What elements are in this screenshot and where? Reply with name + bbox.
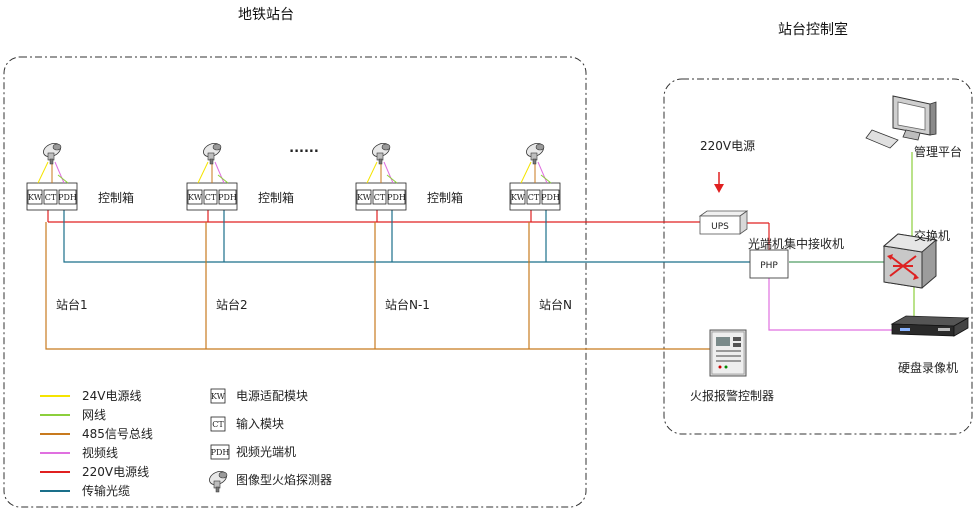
flame-detector-icon [43,142,62,165]
station-ellipsis: ...... [289,141,319,156]
legend-line-item: 485信号总线 [40,427,153,441]
power-adapter-module: KW [356,189,372,205]
station-title: 地铁站台 [238,7,294,23]
svg-text:CT: CT [45,193,57,202]
svg-text:KW: KW [28,193,43,202]
power-adapter-module: KW [187,189,203,205]
svg-text:CT: CT [212,420,224,429]
receiver-label: 光端机集中接收机 [748,236,844,251]
svg-text:KW: KW [357,193,372,202]
legend-line-item: 传输光缆 [40,483,130,498]
fire-alarm-panel-icon [709,329,747,377]
svg-text:KW: KW [511,193,526,202]
video-optical-transceiver: PDH [387,189,406,205]
control-box-label: 控制箱 [258,190,294,205]
legend-line-label: 视频线 [82,445,118,460]
legend-icon-label: 电源适配模块 [236,389,308,403]
svg-text:KW: KW [188,193,203,202]
legend-icon-item: CT 输入模块 [210,416,284,432]
input-module: CT [372,189,387,205]
svg-text:PDH: PDH [387,193,406,202]
network-switch-icon [882,233,938,289]
svg-text:PDH: PDH [218,193,237,202]
svg-text:CT: CT [528,193,540,202]
legend-icon-item: PDH 视频光端机 [210,444,296,460]
station-region-frame [3,56,587,508]
power-220v-line [47,210,700,223]
video-optical-transceiver: PDH [58,189,77,205]
rs485-bus-line [45,222,710,350]
svg-text:PDH: PDH [541,193,560,202]
input-module: CT [203,189,218,205]
legend-line-label: 网线 [82,408,106,422]
control-room-title: 站台控制室 [778,21,848,38]
station-name-label: 站台N-1 [385,297,430,312]
switch-label: 交换机 [914,228,950,243]
power-adapter-module: KW [510,189,526,205]
input-module-icon: CT [210,416,226,432]
flame-detector-icon [203,142,222,165]
legend-icon-item: KW 电源适配模块 [210,388,308,404]
station-name-label: 站台2 [216,297,248,312]
php-receiver-device: PHP [749,249,789,279]
dvr-device-icon [890,315,970,337]
input-module: CT [526,189,541,205]
svg-text:CT: CT [205,193,217,202]
legend-icon-label: 图像型火焰探测器 [236,472,332,487]
php-label: PHP [760,261,778,271]
legend-line-item: 网线 [40,408,106,422]
management-platform-label: 管理平台 [914,144,962,159]
control-box-label: 控制箱 [427,190,463,205]
legend-icon-label: 视频光端机 [236,444,296,459]
legend-line-label: 220V电源线 [82,465,149,479]
legend-line-item: 24V电源线 [40,389,141,403]
legend-line-label: 传输光缆 [82,483,130,498]
video-optical-transceiver: PDH [218,189,237,205]
svg-text:CT: CT [374,193,386,202]
power-adapter-module-icon: KW [210,388,226,404]
dvr-label: 硬盘录像机 [898,360,958,375]
ups-device: UPS [698,210,749,235]
control-box-label: 控制箱 [98,190,134,205]
legend-icon-label: 输入模块 [236,416,284,431]
flame-detector-icon [372,142,391,165]
svg-text:PDH: PDH [58,193,77,202]
legend-line-label: 485信号总线 [82,427,153,441]
power-adapter-module: KW [27,189,43,205]
legend-line-item: 220V电源线 [40,465,149,479]
svg-text:PDH: PDH [211,448,230,457]
station-name-label: 站台N [539,297,572,312]
flame-detector-icon [209,470,228,493]
power-220v-label: 220V电源 [700,139,755,153]
video-to-dvr-line [768,278,897,331]
ups-label: UPS [711,222,729,232]
station-name-label: 站台1 [56,297,88,312]
input-module: CT [43,189,58,205]
control-room-frame [663,78,973,435]
fire-alarm-controller-label: 火报报警控制器 [690,388,774,403]
power-arrow-icon [714,172,724,193]
legend-icon-item: 图像型火焰探测器 [209,470,332,493]
management-computer-icon [865,95,937,149]
flame-detector-icon [526,142,545,165]
video-optical-transceiver-icon: PDH [210,444,230,460]
legend-line-item: 视频线 [40,445,118,460]
legend-line-label: 24V电源线 [82,389,141,403]
video-optical-transceiver: PDH [541,189,560,205]
svg-text:KW: KW [211,392,226,401]
